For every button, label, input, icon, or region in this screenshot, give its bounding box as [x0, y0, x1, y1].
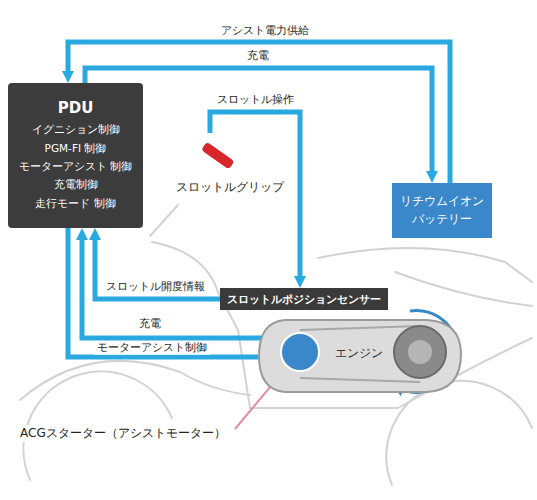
node-label: ACGスターター（アシストモーター） — [18, 425, 228, 442]
engine-unit: ACGスターター（アシストモーター） エンジン — [255, 312, 465, 397]
engine-outline — [259, 320, 461, 392]
function-item: 充電制御 — [54, 175, 98, 193]
seat-line — [318, 248, 532, 282]
sensor-box: スロットルポジションセンサー — [220, 288, 388, 310]
battery-box: リチウムイオン バッテリー — [392, 183, 492, 238]
grip-handle — [201, 142, 235, 170]
function-item: モーターアシスト 制御 — [19, 157, 132, 175]
function-item: PGM-FI 制御 — [45, 139, 107, 157]
node-label: エンジン — [335, 345, 383, 362]
throttle-grip: スロットルグリップ — [165, 133, 295, 195]
front-fender — [20, 361, 180, 400]
signal-label: スロットル開度情報 — [103, 281, 208, 294]
signal-label: モーターアシスト制御 — [94, 342, 210, 355]
handlebar-line — [150, 205, 178, 236]
motor-shape — [280, 332, 320, 372]
rear-wheel — [386, 381, 532, 485]
signal-arrow — [210, 112, 300, 278]
signal-label: アシスト電力供給 — [218, 25, 312, 38]
node-label: スロットルポジションセンサー — [227, 292, 381, 307]
signal-arrow — [95, 238, 220, 299]
motor-circle: ACGスターター（アシストモーター） — [280, 332, 320, 372]
function-item: イグニション制御 — [32, 120, 120, 138]
signal-label: 充電 — [136, 318, 164, 331]
motor-disc — [281, 333, 319, 371]
body-line — [152, 242, 532, 408]
function-item: 走行モード 制御 — [35, 194, 115, 212]
pulley-hub — [408, 340, 432, 364]
node-label: スロットルグリップ — [173, 180, 287, 195]
signal-label: 充電 — [244, 50, 272, 63]
grip-icon — [165, 133, 295, 173]
floor-line — [180, 372, 250, 395]
node-label: リチウムイオン バッテリー — [398, 193, 486, 228]
control-unit-box: PDUイグニション制御PGM-FI 制御モーターアシスト 制御充電制御走行モード… — [8, 83, 143, 228]
signal-label: スロットル操作 — [214, 94, 297, 107]
rear-cowl — [395, 272, 532, 306]
pulley — [394, 326, 446, 378]
node-label: PDU — [58, 99, 94, 119]
